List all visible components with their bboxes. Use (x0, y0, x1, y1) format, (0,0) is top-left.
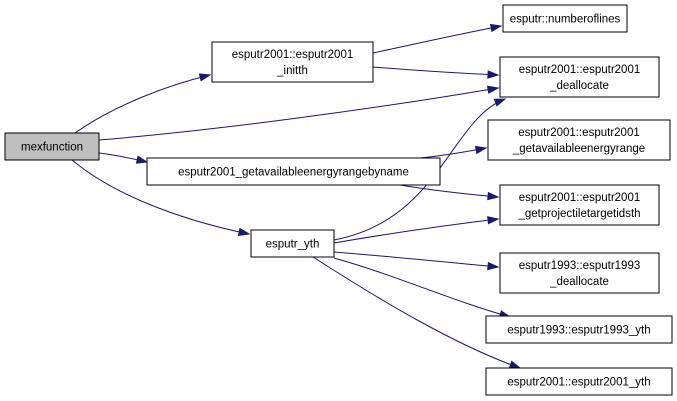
edge-esputr2001-getavailableenergyrangebyname-to-esputr2001-getprojectiletargetidsth-arrowhead (487, 191, 500, 201)
edge-esputr2001-initth-to-esputr-numberoflines (372, 25, 502, 54)
edge-mexfunction-to-esputr2001-getavailableenergyrangebyname-arrowhead (135, 155, 149, 164)
edge-mexfunction-to-esputr2001-deallocate-arrowhead (486, 85, 500, 94)
node-label-esputr2001-initth-line1: esputr2001::esputr2001 (232, 49, 353, 61)
edge-esputr-yth-to-esputr2001-getprojectiletargetidsth (333, 218, 499, 244)
edge-mexfunction-to-esputr-yth-arrowhead (237, 227, 251, 237)
node-label-esputr2001-yth: esputr2001::esputr2001_yth (507, 377, 650, 389)
edge-esputr-yth-to-esputr2001-yth-arrowhead (508, 360, 522, 369)
node-esputr2001-getavailableenergyrangebyname[interactable]: esputr2001_getavailableenergyrangebyname (146, 157, 441, 186)
node-esputr2001-deallocate[interactable]: esputr2001::esputr2001 _deallocate (499, 56, 660, 98)
node-label-esputr2001-deallocate-line1: esputr2001::esputr2001 (519, 64, 640, 76)
edge-mexfunction-to-esputr2001-deallocate (98, 87, 499, 141)
node-esputr2001-initth[interactable]: esputr2001::esputr2001 _initth (211, 41, 374, 83)
node-esputr2001-getavailableenergyrange[interactable]: esputr2001::esputr2001 _getavailableener… (487, 119, 671, 161)
edge-esputr-yth-to-esputr1993-yth (333, 257, 511, 318)
node-label-esputr2001-initth-line2: _initth (276, 65, 308, 77)
node-esputr1993-deallocate[interactable]: esputr1993::esputr1993 _deallocate (499, 252, 660, 294)
edge-esputr-yth-to-esputr2001-yth (312, 256, 521, 369)
node-label-esputr2001-getavailableenergyrangebyname: esputr2001_getavailableenergyrangebyname (178, 167, 409, 179)
node-label-esputr2001-getprojectiletargetidsth-line1: esputr2001::esputr2001 (519, 192, 640, 204)
node-label-mexfunction: mexfunction (21, 142, 83, 154)
node-label-esputr1993-deallocate-line2: _deallocate (549, 276, 609, 288)
edge-esputr-yth-to-esputr1993-deallocate (333, 251, 499, 268)
edge-esputr2001-getavailableenergyrangebyname-to-esputr2001-getprojectiletargetidsth (399, 184, 499, 198)
node-esputr2001-getprojectiletargetidsth[interactable]: esputr2001::esputr2001 _getprojectiletar… (499, 184, 660, 226)
node-label-esputr2001-getavailableenergyrange-line1: esputr2001::esputr2001 (518, 127, 639, 139)
node-label-esputr2001-getprojectiletargetidsth-line2: _getprojectiletargetidsth (517, 208, 640, 220)
edge-esputr2001-initth-to-esputr2001-deallocate-arrowhead (487, 70, 500, 79)
edge-esputr-yth-to-esputr2001-deallocate-arrowhead (493, 98, 507, 107)
edge-esputr2001-initth-to-esputr2001-deallocate (372, 66, 499, 76)
node-esputr-yth[interactable]: esputr_yth (250, 229, 335, 258)
node-label-esputr-numberoflines: esputr::numberoflines (510, 14, 621, 26)
edge-esputr2001-initth-to-esputr-numberoflines-arrowhead (489, 23, 503, 33)
edge-esputr-yth-to-esputr1993-deallocate-arrowhead (487, 261, 500, 271)
node-label-esputr2001-deallocate-line2: _deallocate (549, 80, 609, 92)
node-label-esputr1993-deallocate-line1: esputr1993::esputr1993 (519, 260, 640, 272)
node-esputr2001-yth[interactable]: esputr2001::esputr2001_yth (485, 367, 673, 396)
node-label-esputr-yth: esputr_yth (266, 239, 320, 251)
edge-mexfunction-to-esputr2001-initth (74, 74, 211, 134)
edge-mexfunction-to-esputr-yth (71, 159, 250, 235)
edge-mexfunction-to-esputr2001-initth-arrowhead (198, 73, 212, 82)
edge-esputr2001-getavailableenergyrangebyname-to-esputr2001-getavailableenergyrange-arrowhead (474, 145, 488, 155)
node-label-esputr2001-getavailableenergyrange-line2: _getavailableenergyrange (512, 143, 645, 155)
node-esputr-numberoflines[interactable]: esputr::numberoflines (502, 4, 628, 33)
node-esputr1993-yth[interactable]: esputr1993::esputr1993_yth (485, 315, 673, 344)
node-label-esputr1993-yth: esputr1993::esputr1993_yth (507, 325, 650, 337)
node-mexfunction[interactable]: mexfunction (4, 132, 100, 161)
edge-esputr-yth-to-esputr2001-getprojectiletargetidsth-arrowhead (487, 216, 500, 225)
